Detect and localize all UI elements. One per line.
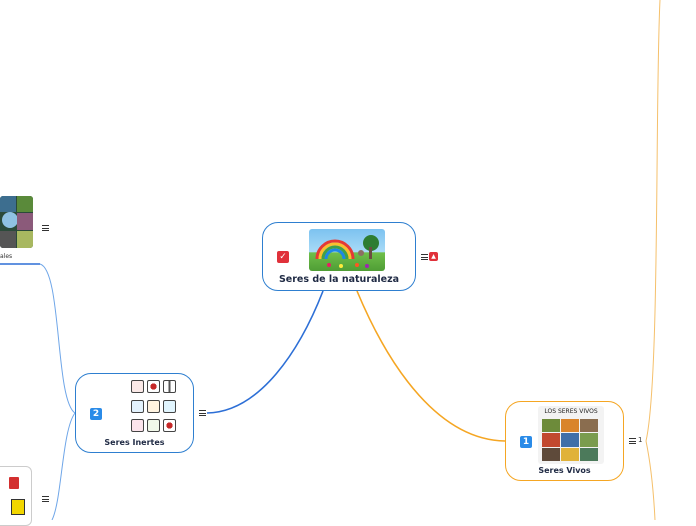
chair-tile (131, 400, 144, 413)
left-bottom-node[interactable] (0, 466, 32, 526)
seres-inertes-node[interactable]: 2 Seres Inertes (75, 373, 194, 453)
nature-collage (0, 196, 33, 248)
rainbow-drawing (315, 235, 379, 268)
inertes-title: Seres Inertes (104, 438, 165, 447)
yellow-box-icon (11, 499, 25, 515)
root-node[interactable]: ✓ Seres de la naturaleza (262, 222, 416, 291)
root-title: Seres de la naturaleza (278, 274, 400, 285)
edge-vivos-up (645, 0, 661, 442)
seres-vivos-image-caption: LOS SERES VIVOS (544, 408, 598, 415)
bird-tile (163, 400, 176, 413)
notes-icon[interactable] (421, 254, 428, 260)
table-tile (147, 400, 160, 413)
bottle-tile (163, 380, 176, 393)
left-top-image[interactable] (0, 196, 33, 248)
inertes-notes-icon[interactable] (199, 410, 206, 416)
number-badge-icon: 2 (90, 408, 102, 420)
attachment-icon[interactable]: ▲ (429, 252, 438, 261)
edge-vivos-down (645, 440, 656, 520)
left-bottom-notes-icon[interactable] (42, 496, 49, 502)
vivos-notes-count: 1 (638, 436, 643, 444)
chair-icon (9, 477, 19, 489)
ball-tile (147, 380, 160, 393)
edge-root-vivos (356, 290, 506, 442)
edge-inertes-leftbottom (51, 412, 76, 520)
left-top-partial-label: ales (0, 253, 13, 260)
seres-vivos-image: LOS SERES VIVOS (538, 406, 604, 464)
living-beings-collage (542, 419, 598, 461)
inertes-image-grid (108, 380, 180, 436)
vivos-title: Seres Vivos (538, 466, 591, 475)
ball2-tile (163, 419, 176, 432)
vivos-notes-icon[interactable] (629, 438, 636, 444)
cup-tile (131, 419, 144, 432)
house-tile (131, 380, 144, 393)
edge-root-inertes (206, 290, 324, 414)
check-icon: ✓ (277, 251, 289, 263)
seres-vivos-node[interactable]: 1 LOS SERES VIVOS Seres Vivos (505, 401, 624, 481)
left-top-notes-icon[interactable] (42, 225, 49, 231)
rainbow-landscape-image (309, 229, 385, 271)
number-badge-icon: 1 (520, 436, 532, 448)
house2-tile (147, 419, 160, 432)
edge-inertes-lefttop (39, 263, 76, 414)
